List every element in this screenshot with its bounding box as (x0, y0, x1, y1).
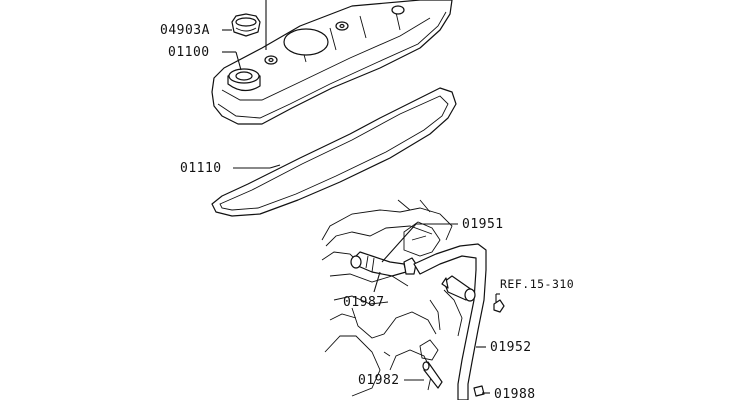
rocker-cover-drawing (211, 0, 453, 125)
label-rocker-cover: 01100 (168, 45, 210, 60)
gasket-drawing (211, 87, 457, 217)
label-oil-filler-cap: 04903A (160, 23, 210, 38)
label-breather-hose-lower: 01952 (490, 340, 532, 355)
label-pipe: 01982 (358, 373, 400, 388)
label-clip: 01988 (494, 387, 536, 400)
label-gasket: 01110 (180, 161, 222, 176)
breather-assembly-drawing (321, 199, 505, 400)
leader-lines (222, 0, 500, 394)
oil-filler-cap-drawing (231, 13, 261, 37)
label-hose-clamp: 01987 (343, 295, 385, 310)
label-reference: REF.15-310 (500, 277, 574, 291)
label-breather-hose-upper: 01951 (462, 217, 504, 232)
